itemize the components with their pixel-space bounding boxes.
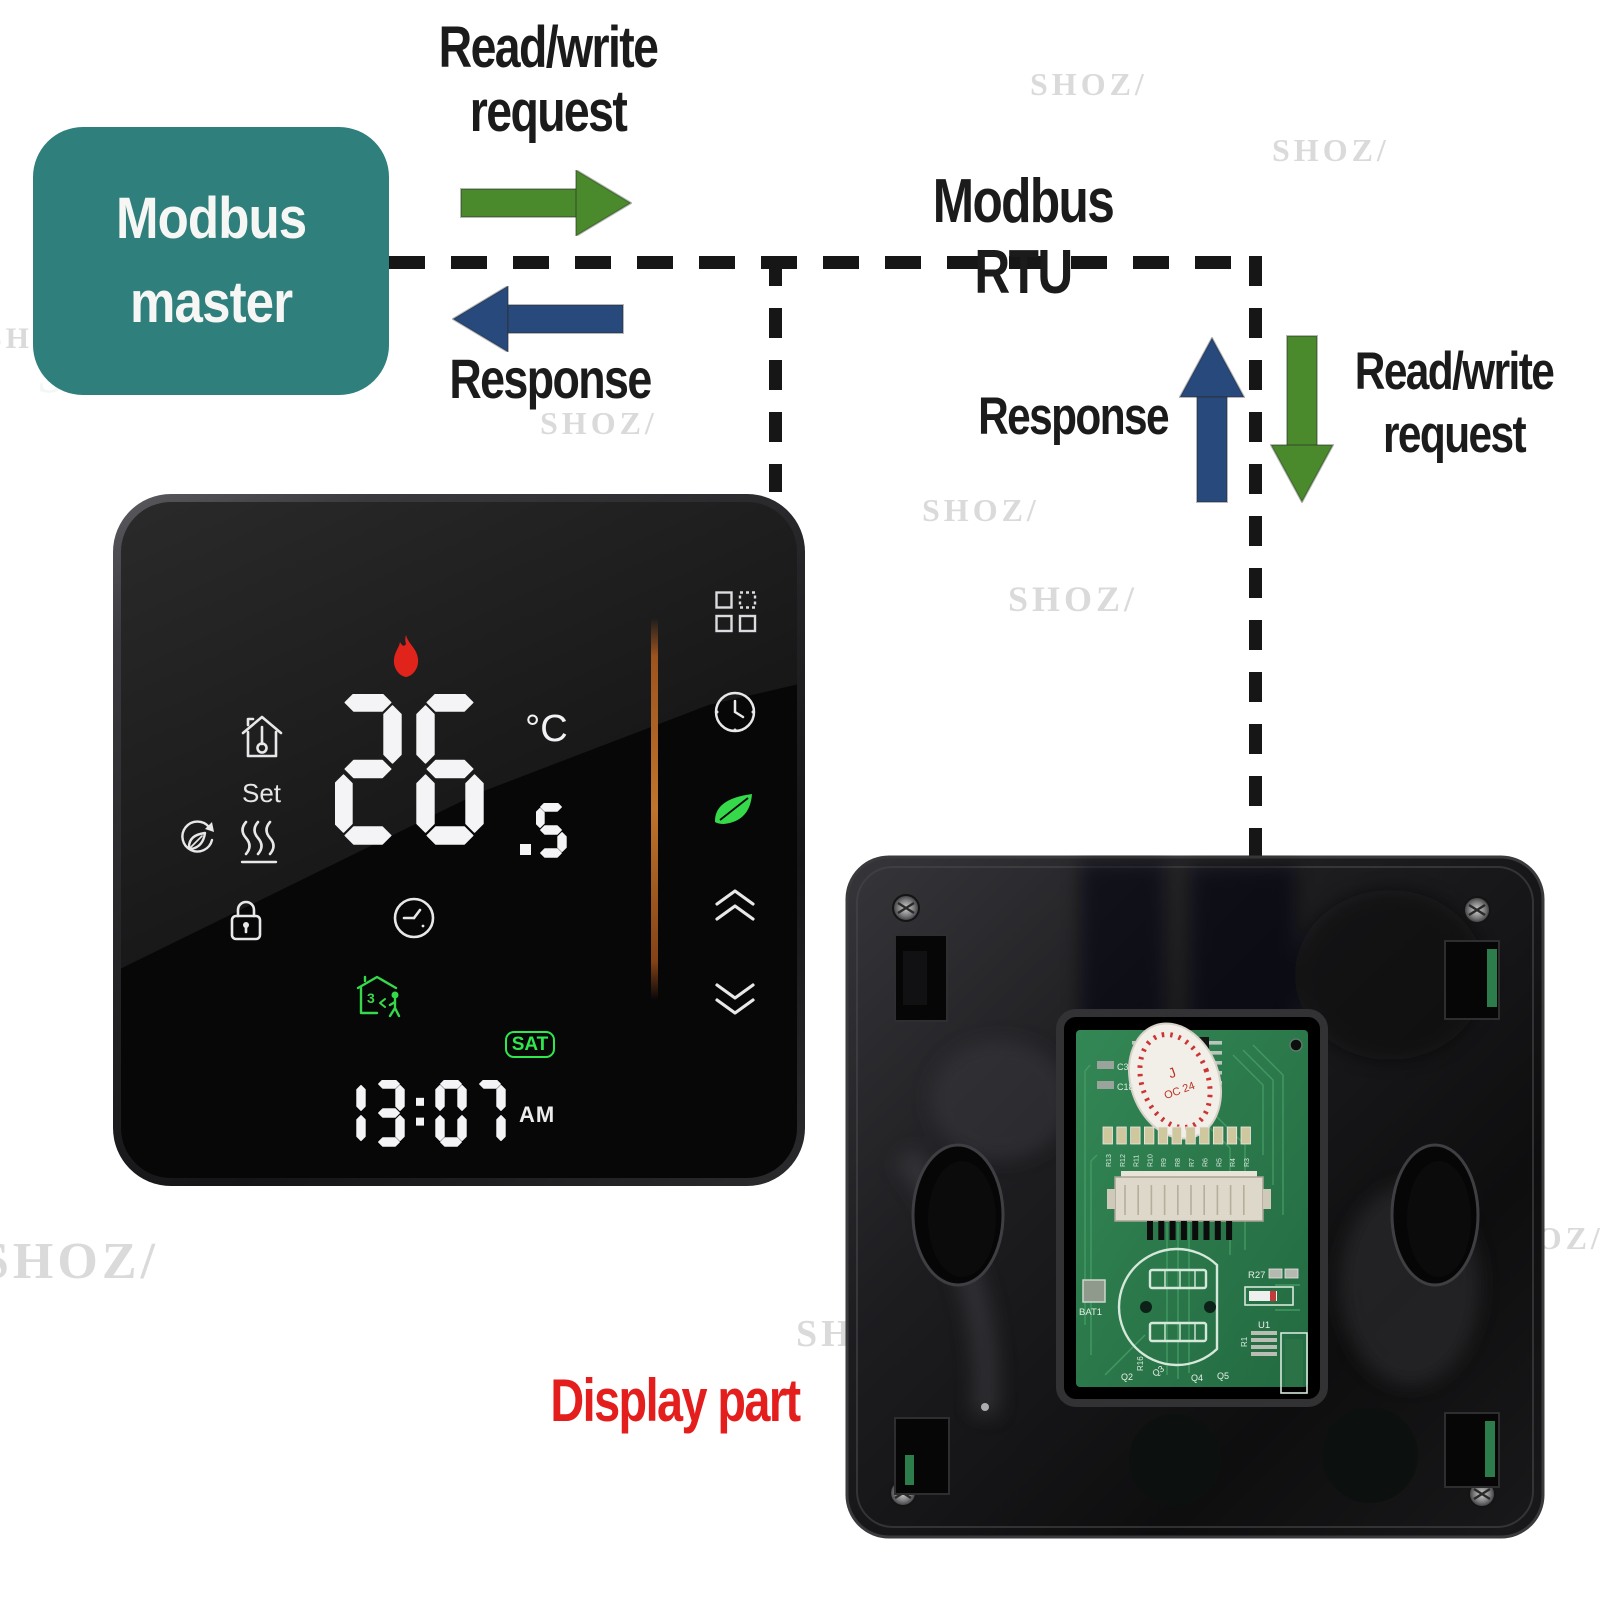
watermark: SHOZ/ bbox=[922, 492, 1040, 528]
thermostat-back: J OC 24 C3 C18 R13R12R11R10R9R8R7R6R5R4R… bbox=[845, 855, 1545, 1539]
bottom-hole bbox=[1322, 1407, 1418, 1503]
svg-text:R6: R6 bbox=[1203, 1158, 1210, 1167]
svg-text:Q2: Q2 bbox=[1121, 1372, 1133, 1382]
bus-line-vertical-back bbox=[1249, 256, 1262, 856]
watermark: SHOZ/ bbox=[1030, 66, 1148, 102]
svg-text:R11: R11 bbox=[1134, 1155, 1141, 1167]
zone-occupancy-icon bbox=[356, 975, 401, 1018]
caption-display-part: Display part bbox=[550, 1367, 801, 1434]
modbus-master-label-line1: Modbus bbox=[115, 186, 307, 251]
response-arrow-left-icon bbox=[452, 286, 624, 352]
timer-button[interactable] bbox=[712, 689, 758, 735]
temperature-decimal-display bbox=[536, 803, 567, 858]
screw-icon bbox=[892, 894, 920, 922]
modbus-master-node: Modbus master bbox=[33, 127, 389, 395]
watermark: SHOZ/ bbox=[1272, 132, 1390, 168]
wire-connector bbox=[1107, 1171, 1271, 1240]
request-arrow-right-icon bbox=[460, 170, 632, 236]
svg-text:C3: C3 bbox=[1117, 1062, 1129, 1072]
heating-flame-icon bbox=[393, 635, 419, 677]
screw-icon bbox=[1463, 896, 1491, 924]
bus-line-horizontal bbox=[389, 256, 1259, 269]
resistor-row: R13 R12 R11 R10 R9 R8 R7 R6 R5 R4 R3 bbox=[1102, 1126, 1251, 1167]
svg-text:R10: R10 bbox=[1147, 1154, 1154, 1167]
svg-text:R9: R9 bbox=[1161, 1158, 1168, 1167]
decrease-button[interactable] bbox=[714, 982, 756, 1016]
bus-line-vertical-display bbox=[769, 256, 782, 492]
schedule-clock-icon bbox=[393, 897, 435, 939]
time-display bbox=[356, 1080, 506, 1147]
temperature-display bbox=[335, 694, 484, 845]
svg-text:R12: R12 bbox=[1120, 1154, 1127, 1167]
svg-text:R27: R27 bbox=[1248, 1270, 1265, 1281]
request-arrow-down-icon bbox=[1270, 335, 1334, 503]
qc-sticker: J OC 24 bbox=[1127, 1022, 1223, 1140]
svg-text:U1: U1 bbox=[1258, 1320, 1270, 1331]
svg-text:C18: C18 bbox=[1117, 1082, 1134, 1092]
increase-button[interactable] bbox=[714, 888, 756, 922]
svg-text:BAT1: BAT1 bbox=[1079, 1307, 1102, 1318]
eco-cycle-icon[interactable] bbox=[176, 818, 218, 862]
zone-count-label: 3 bbox=[367, 990, 375, 1006]
svg-text:R3: R3 bbox=[1244, 1158, 1251, 1167]
eco-leaf-button[interactable] bbox=[712, 789, 756, 829]
svg-text:R1: R1 bbox=[1240, 1336, 1249, 1347]
day-badge: SAT bbox=[505, 1031, 555, 1058]
top-request-label: Read/write request bbox=[438, 15, 659, 144]
temperature-decimal-point bbox=[520, 844, 531, 855]
wire-recess-left bbox=[911, 1143, 1005, 1287]
right-response-label: Response bbox=[978, 387, 1169, 446]
menu-grid-button[interactable] bbox=[715, 591, 757, 633]
svg-text:R4: R4 bbox=[1230, 1158, 1237, 1167]
indoor-temperature-icon bbox=[241, 715, 283, 758]
thermostat-screen: °C Set bbox=[121, 502, 797, 1178]
heating-mode-icon[interactable] bbox=[237, 817, 281, 865]
svg-text:R13: R13 bbox=[1106, 1154, 1113, 1167]
svg-text:R7: R7 bbox=[1189, 1158, 1196, 1167]
bottom-hole bbox=[1129, 1414, 1221, 1506]
watermark: SHOZ/ bbox=[0, 1233, 159, 1290]
battery-outline bbox=[1117, 1247, 1219, 1367]
modbus-master-label-line2: master bbox=[129, 270, 293, 335]
right-request-label: Read/write request bbox=[1354, 342, 1555, 464]
svg-text:Q5: Q5 bbox=[1217, 1371, 1229, 1381]
celsius-unit-label: °C bbox=[525, 708, 568, 750]
svg-text:R16: R16 bbox=[1136, 1356, 1145, 1371]
response-arrow-up-icon bbox=[1179, 337, 1245, 503]
set-label: Set bbox=[242, 778, 282, 808]
svg-text:R8: R8 bbox=[1175, 1158, 1182, 1167]
svg-text:Q4: Q4 bbox=[1191, 1373, 1203, 1383]
watermark: SHOZ/ bbox=[540, 405, 658, 441]
bus-label: Modbus RTU bbox=[932, 167, 1115, 307]
thermostat-front: °C Set bbox=[113, 494, 805, 1186]
lock-icon bbox=[230, 900, 262, 941]
meridiem-label: AM bbox=[519, 1102, 556, 1127]
svg-text:R5: R5 bbox=[1216, 1158, 1223, 1167]
wire-recess-right bbox=[1390, 1143, 1480, 1287]
watermark: SHOZ/ bbox=[1008, 579, 1139, 619]
top-response-label: Response bbox=[449, 347, 652, 410]
screen-reflection-line bbox=[651, 618, 658, 1000]
mounting-clips bbox=[894, 934, 1500, 1495]
